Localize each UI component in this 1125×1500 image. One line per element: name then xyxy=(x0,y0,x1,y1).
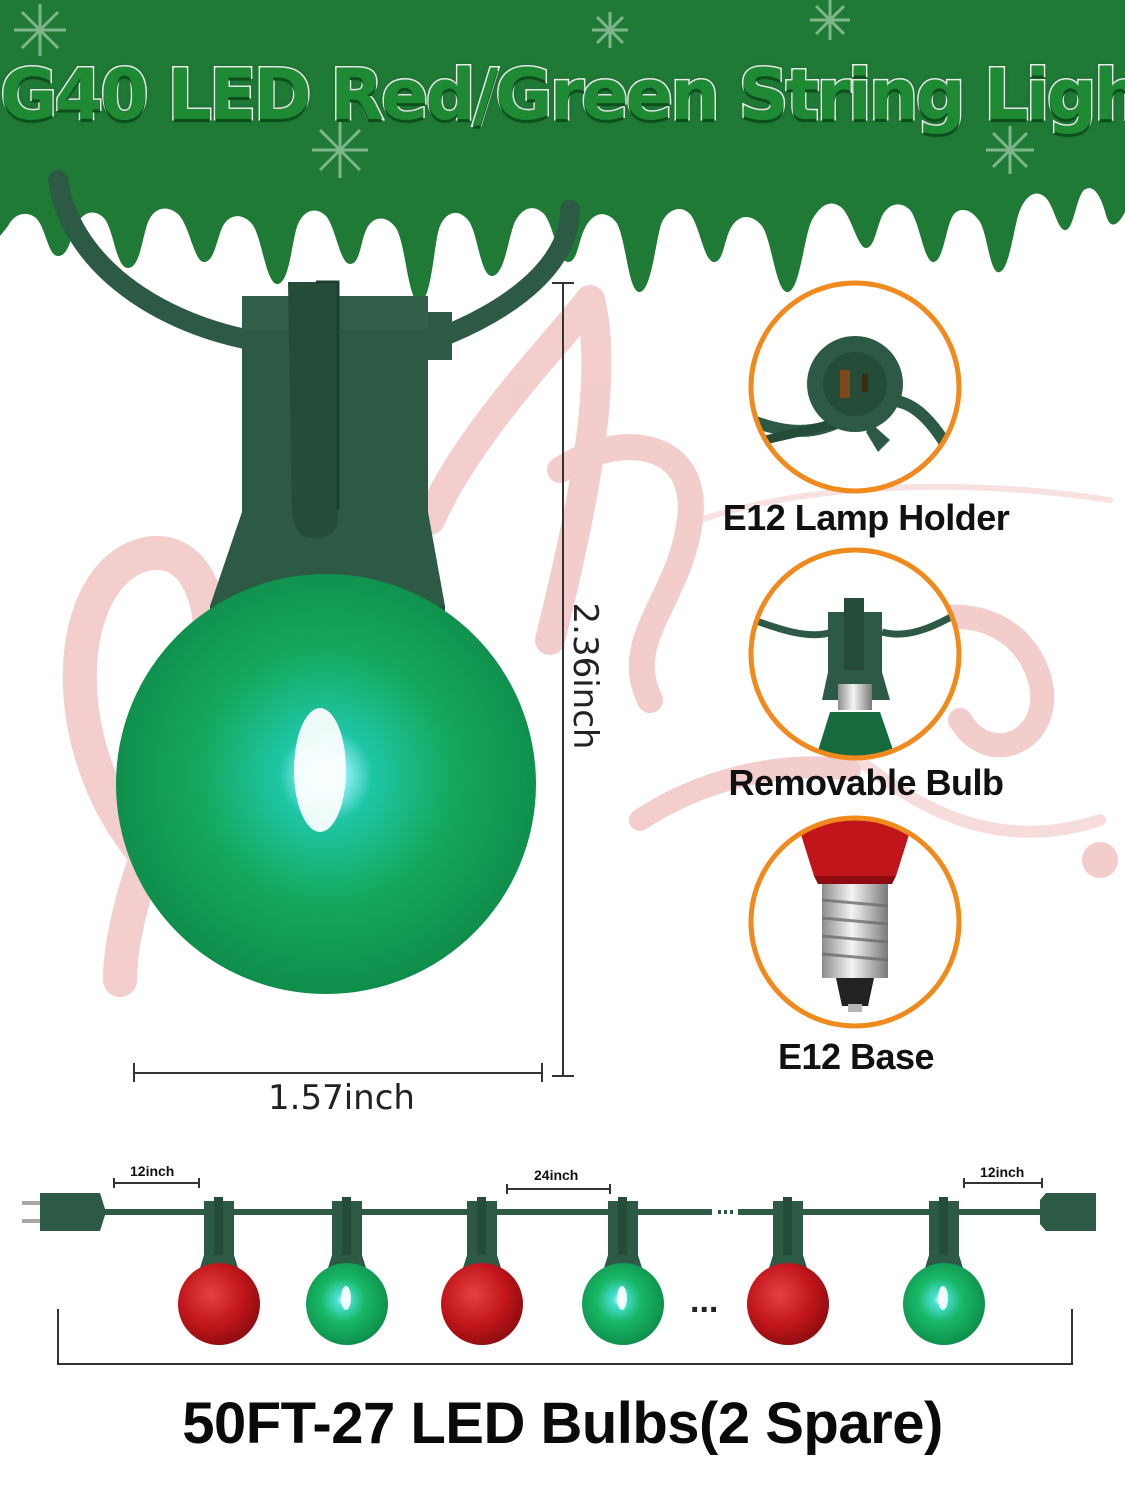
height-dimension-label: 2.36inch xyxy=(565,602,605,750)
width-dimension-label: 1.57inch xyxy=(268,1078,415,1118)
product-title: G40 LED Red/Green String Lights xyxy=(0,53,1125,138)
height-dimension-line xyxy=(552,282,574,1077)
male-plug xyxy=(22,1193,106,1231)
feature-label-e12-base: E12 Base xyxy=(777,1036,935,1077)
e12-base-icon xyxy=(748,815,962,1029)
strand-break-dots xyxy=(718,1210,733,1214)
strand-bulb-red xyxy=(441,1197,523,1345)
width-dimension-line xyxy=(133,1063,543,1082)
removable-bulb-icon xyxy=(748,547,962,761)
header-band xyxy=(0,0,1125,303)
spacing-label-end: 12inch xyxy=(980,1164,1025,1180)
strand-bulbs xyxy=(178,1197,985,1345)
product-summary: 50FT-27 LED Bulbs(2 Spare) xyxy=(182,1391,943,1456)
strand-bulb-green xyxy=(306,1197,388,1345)
strand-bulb-green xyxy=(582,1197,664,1345)
strand-bulb-red xyxy=(178,1197,260,1345)
main-socket xyxy=(210,280,452,614)
bulb-glow xyxy=(294,708,346,832)
strand-bulb-green xyxy=(903,1197,985,1345)
spacing-label-start: 12inch xyxy=(130,1163,175,1179)
female-end-connector xyxy=(1040,1193,1096,1231)
feature-label-lamp-holder: E12 Lamp Holder xyxy=(722,497,1010,538)
spacing-brackets xyxy=(113,1178,1043,1194)
total-length-bracket xyxy=(57,1309,1073,1365)
more-bulbs-ellipsis: ... xyxy=(690,1282,719,1320)
snowflake-decorations xyxy=(14,0,1034,178)
spacing-label-middle: 24inch xyxy=(534,1167,579,1183)
feature-label-removable-bulb: Removable Bulb xyxy=(728,762,1004,803)
lamp-holder-icon xyxy=(748,280,962,494)
strand-bulb-red xyxy=(747,1197,829,1345)
main-cord xyxy=(48,170,580,355)
